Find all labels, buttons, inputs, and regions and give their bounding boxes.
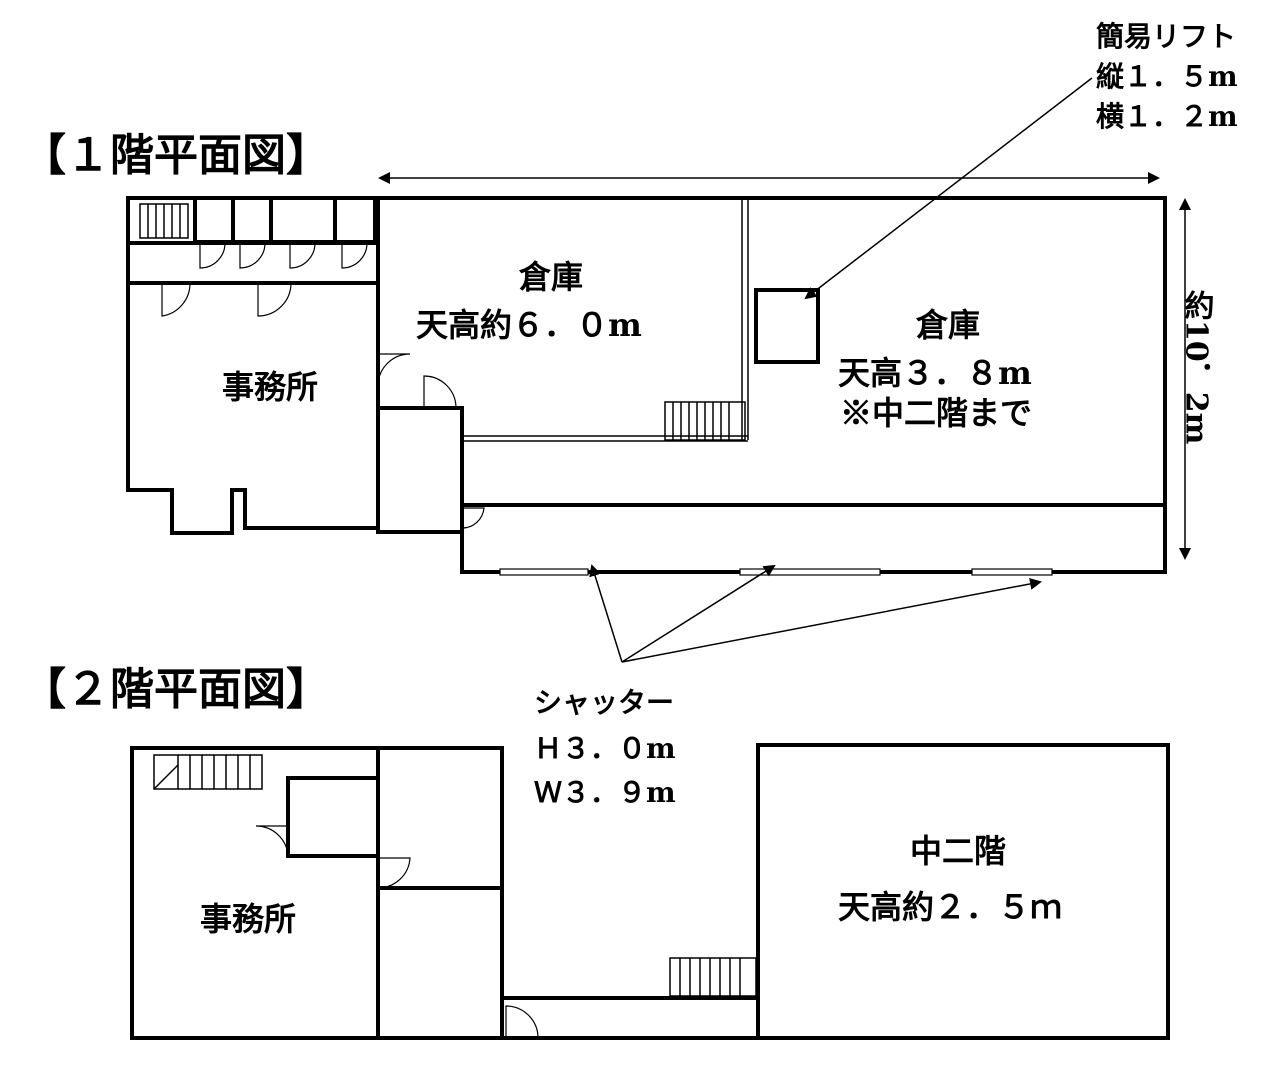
width-dimension-label: 約10．2m — [1179, 290, 1215, 445]
mezzanine-name: 中二階 — [910, 832, 1006, 870]
shutter-leader-arrow — [589, 564, 623, 663]
warehouse-a-ceiling: 天高約６．０m — [416, 306, 642, 344]
warehouse-b-note: ※中二階まで — [840, 394, 1032, 432]
shutter-name: シャッター — [534, 686, 674, 719]
door-icon — [423, 375, 457, 409]
stair-2f-topleft — [153, 754, 263, 790]
stair-1f-center — [664, 401, 746, 441]
office-2f-label: 事務所 — [200, 900, 296, 938]
door-icon — [377, 353, 411, 387]
mezzanine-ceiling: 天高約２．５ｍ — [838, 888, 1062, 926]
mezzanine-outline — [756, 743, 1170, 1040]
door-icon — [505, 1005, 539, 1039]
shutter-leader-arrow — [621, 577, 1042, 663]
door-icon — [239, 242, 266, 269]
lift-box — [754, 288, 820, 364]
warehouse-outline — [378, 196, 1167, 574]
lift-name: 簡易リフト — [1096, 20, 1236, 53]
door-icon — [257, 282, 292, 317]
door-icon — [289, 242, 316, 269]
door-icon — [341, 242, 368, 269]
lift-leader-arrow — [804, 77, 1093, 300]
shutter-height: Ｈ３．０m — [534, 732, 676, 765]
shutter-2 — [739, 568, 881, 576]
warehouse-a-name: 倉庫 — [518, 258, 583, 296]
shutter-leader-arrow — [621, 564, 776, 663]
shutter-3 — [971, 568, 1053, 576]
stair-2f-center — [669, 957, 757, 997]
office-1f-outline — [126, 196, 380, 535]
lift-width: 横１．２m — [1096, 100, 1238, 133]
door-icon — [377, 857, 411, 889]
floor1-walls — [126, 196, 1167, 576]
office-1f-label: 事務所 — [222, 368, 318, 406]
door-icon — [461, 507, 485, 529]
shutter-width: Ｗ３．９m — [534, 776, 676, 809]
floor2-walls — [130, 743, 1170, 1040]
door-icon — [199, 242, 226, 269]
door-icon — [255, 825, 289, 857]
lift-length: 縦１．５m — [1096, 60, 1238, 93]
warehouse-b-name: 倉庫 — [915, 306, 980, 344]
warehouse-b-ceiling: 天高３．８m — [838, 354, 1032, 392]
door-icon — [161, 282, 191, 317]
stair-1f-topleft — [139, 203, 189, 239]
floor2-title: 【２階平面図】 — [22, 664, 330, 715]
floor1-title: 【１階平面図】 — [22, 130, 330, 181]
shutter-1 — [499, 568, 589, 576]
